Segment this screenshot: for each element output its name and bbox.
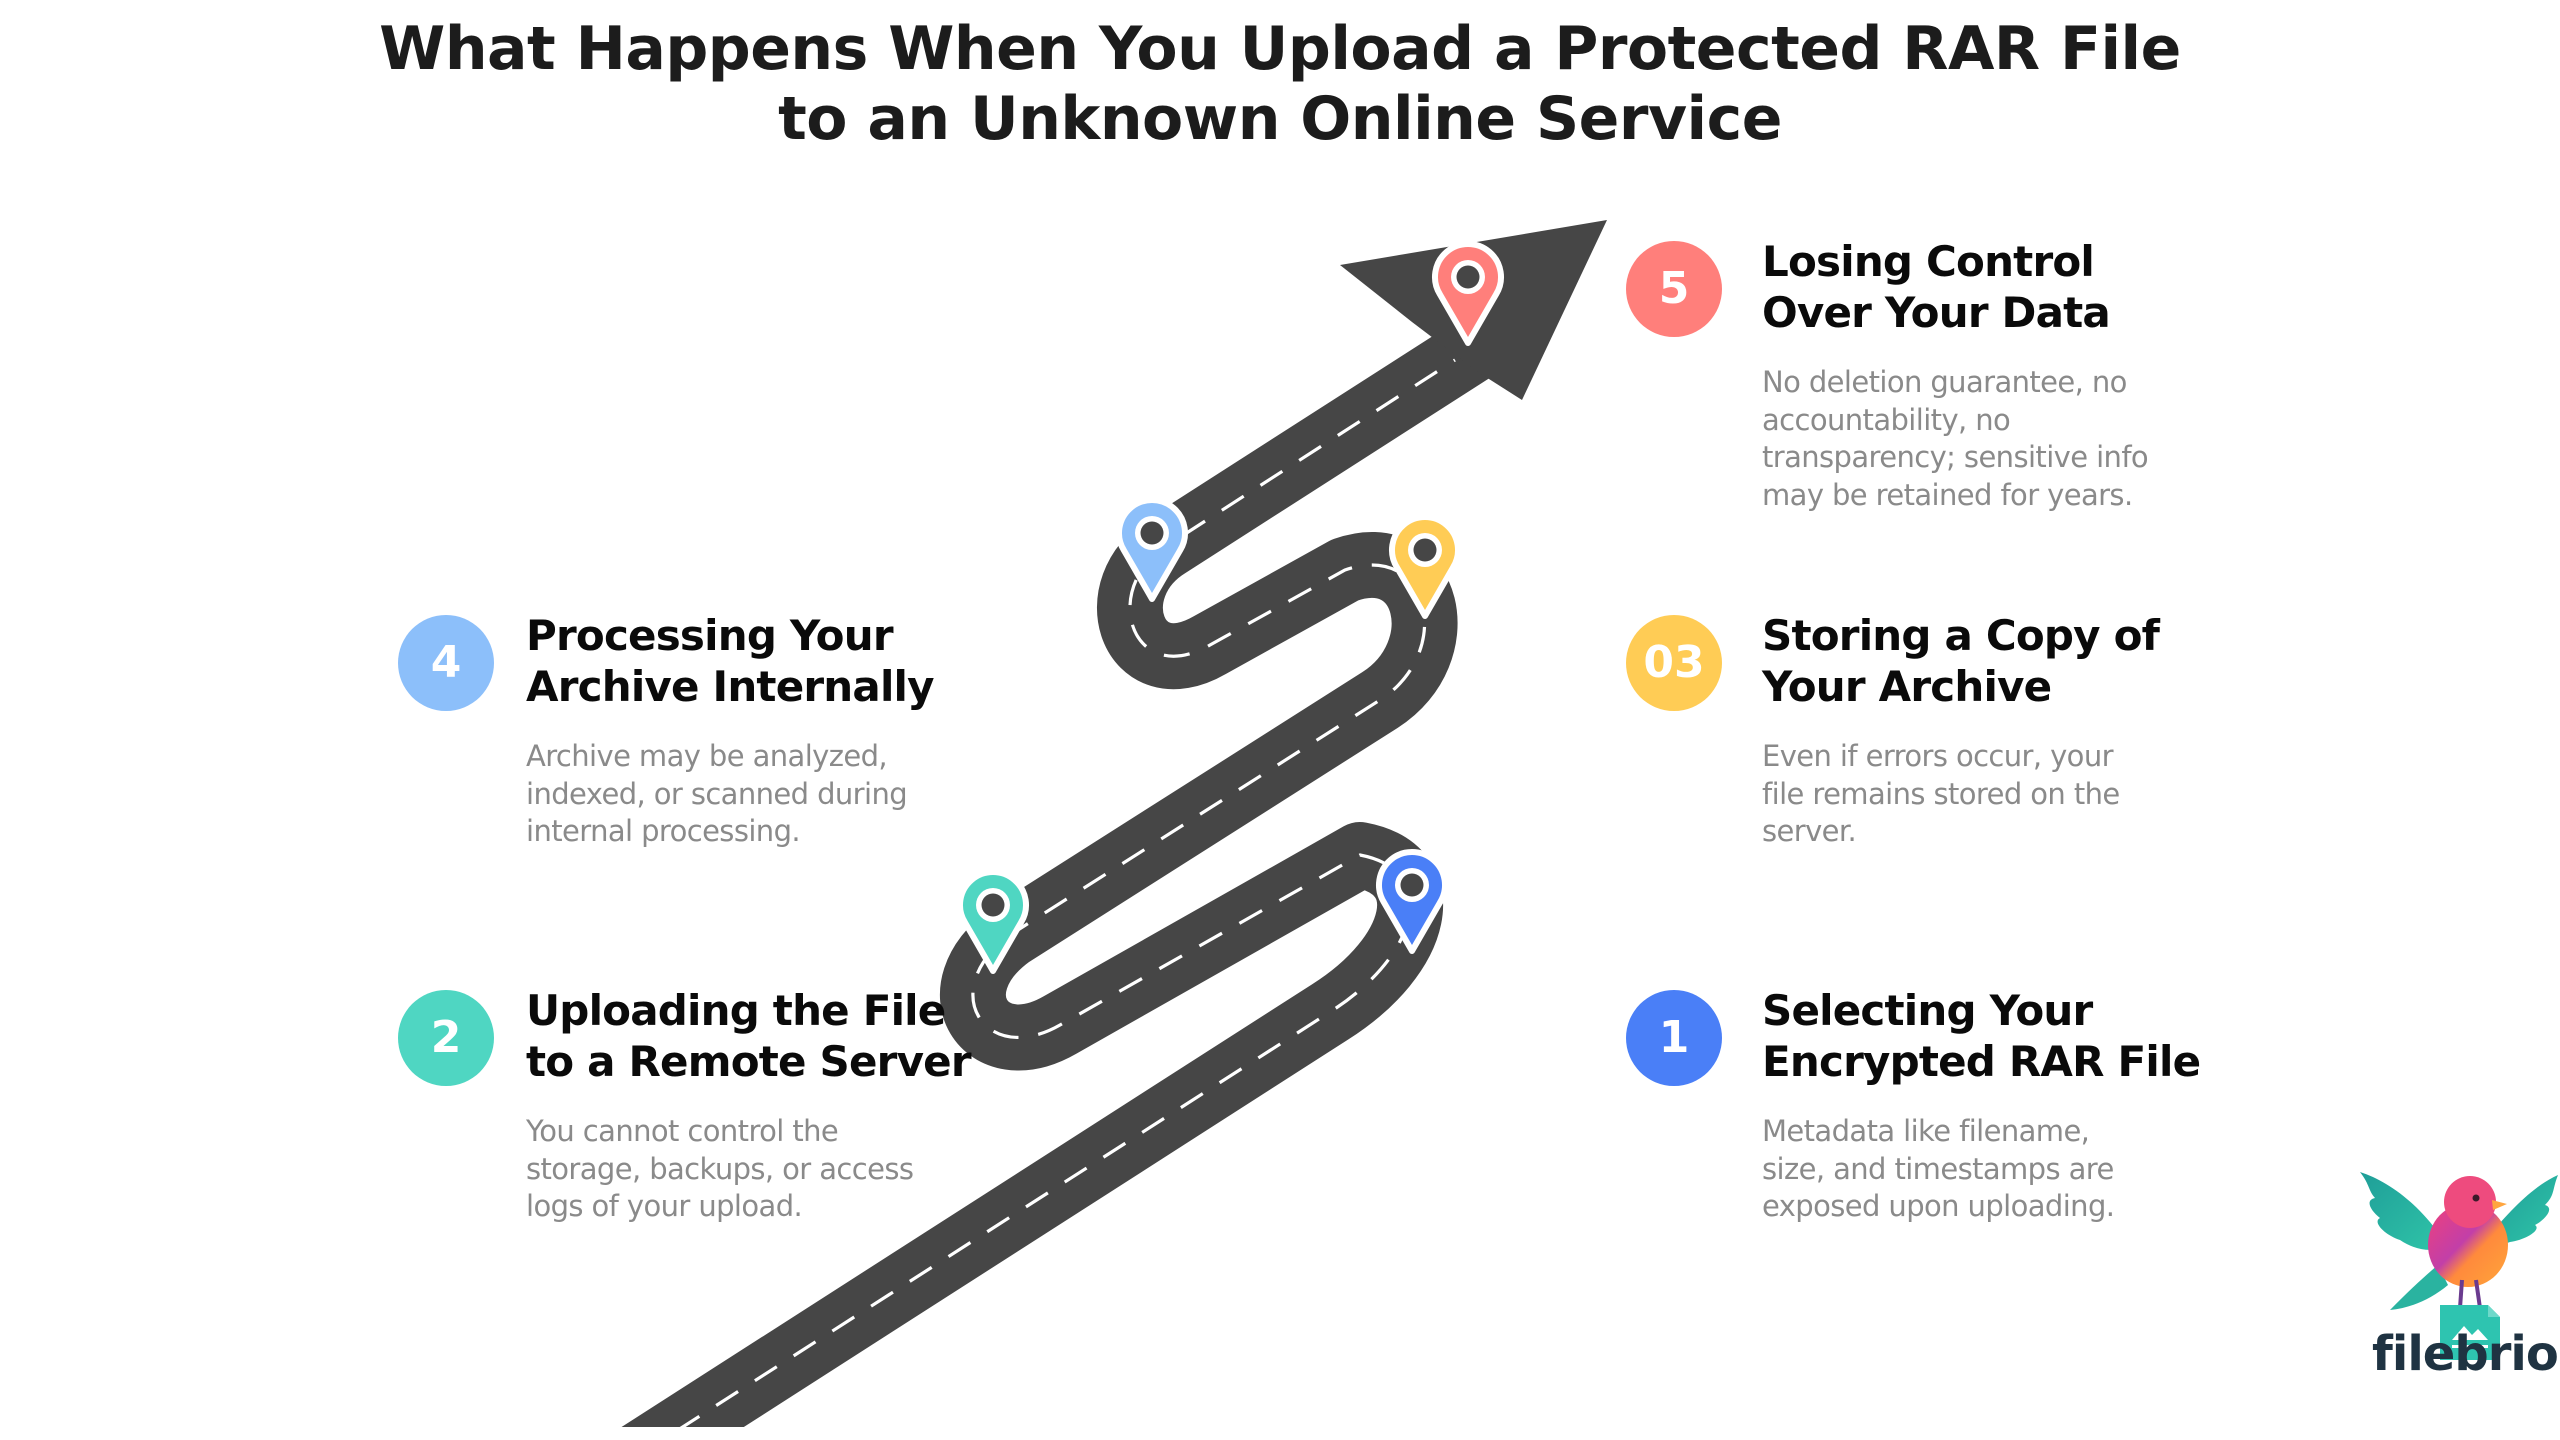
step-3-title-line-1: Storing a Copy of bbox=[1762, 611, 2160, 660]
step-2: Uploading the File to a Remote Server Yo… bbox=[526, 985, 972, 1226]
map-pin-icon bbox=[1389, 514, 1461, 619]
desc-line: server. bbox=[1762, 814, 1857, 848]
desc-line: transparency; sensitive info bbox=[1762, 440, 2149, 474]
bird-on-file-icon bbox=[2360, 1172, 2558, 1360]
road-path bbox=[621, 317, 1498, 1427]
desc-line: No deletion guarantee, no bbox=[1762, 365, 2127, 399]
desc-line: Archive may be analyzed, bbox=[526, 739, 888, 773]
desc-line: internal processing. bbox=[526, 814, 801, 848]
brand-logo-text: filebrio bbox=[2372, 1326, 2559, 1382]
step-5-title-line-1: Losing Control bbox=[1762, 237, 2095, 286]
map-pin-icon bbox=[957, 869, 1029, 974]
step-badge-1: 1 bbox=[1626, 990, 1722, 1086]
desc-line: Even if errors occur, your bbox=[1762, 739, 2114, 773]
step-2-description: You cannot control the storage, backups,… bbox=[526, 1113, 966, 1226]
desc-line: exposed upon uploading. bbox=[1762, 1189, 2115, 1223]
step-4-title-line-2: Archive Internally bbox=[526, 662, 935, 711]
desc-line: You cannot control the bbox=[526, 1114, 839, 1148]
step-badge-2: 2 bbox=[398, 990, 494, 1086]
step-badge-5: 5 bbox=[1626, 241, 1722, 337]
map-pin-icon bbox=[1432, 241, 1504, 346]
step-badge-3: 03 bbox=[1626, 615, 1722, 711]
desc-line: logs of your upload. bbox=[526, 1189, 803, 1223]
map-pin-icon bbox=[1376, 849, 1448, 954]
title-line-2: to an Unknown Online Service bbox=[778, 84, 1782, 154]
step-4: Processing Your Archive Internally Archi… bbox=[526, 610, 966, 851]
desc-line: file remains stored on the bbox=[1762, 776, 2120, 811]
step-1: Selecting Your Encrypted RAR File Metada… bbox=[1762, 985, 2202, 1226]
map-pin-icon bbox=[1116, 497, 1188, 602]
desc-line: indexed, or scanned during bbox=[526, 776, 908, 811]
step-3-description: Even if errors occur, your file remains … bbox=[1762, 738, 2202, 851]
step-3: Storing a Copy of Your Archive Even if e… bbox=[1762, 610, 2202, 851]
step-1-title-line-2: Encrypted RAR File bbox=[1762, 1037, 2201, 1086]
step-5-description: No deletion guarantee, no accountability… bbox=[1762, 364, 2202, 514]
step-2-title-line-2: to a Remote Server bbox=[526, 1037, 972, 1086]
step-3-title-line-2: Your Archive bbox=[1762, 662, 2052, 711]
step-badge-4: 4 bbox=[398, 615, 494, 711]
step-1-title-line-1: Selecting Your bbox=[1762, 986, 2093, 1035]
desc-line: Metadata like filename, bbox=[1762, 1114, 2090, 1148]
step-4-title-line-1: Processing Your bbox=[526, 611, 894, 660]
desc-line: accountability, no bbox=[1762, 402, 2011, 437]
step-5: Losing Control Over Your Data No deletio… bbox=[1762, 236, 2202, 514]
step-1-description: Metadata like filename, size, and timest… bbox=[1762, 1113, 2202, 1226]
desc-line: storage, backups, or access bbox=[526, 1151, 914, 1186]
step-5-title-line-2: Over Your Data bbox=[1762, 288, 2111, 337]
desc-line: size, and timestamps are bbox=[1762, 1151, 2114, 1186]
step-4-description: Archive may be analyzed, indexed, or sca… bbox=[526, 738, 966, 851]
step-2-title-line-1: Uploading the File bbox=[526, 986, 946, 1035]
desc-line: may be retained for years. bbox=[1762, 477, 2133, 512]
title-line-1: What Happens When You Upload a Protected… bbox=[379, 14, 2181, 84]
page-title: What Happens When You Upload a Protected… bbox=[0, 14, 2560, 154]
